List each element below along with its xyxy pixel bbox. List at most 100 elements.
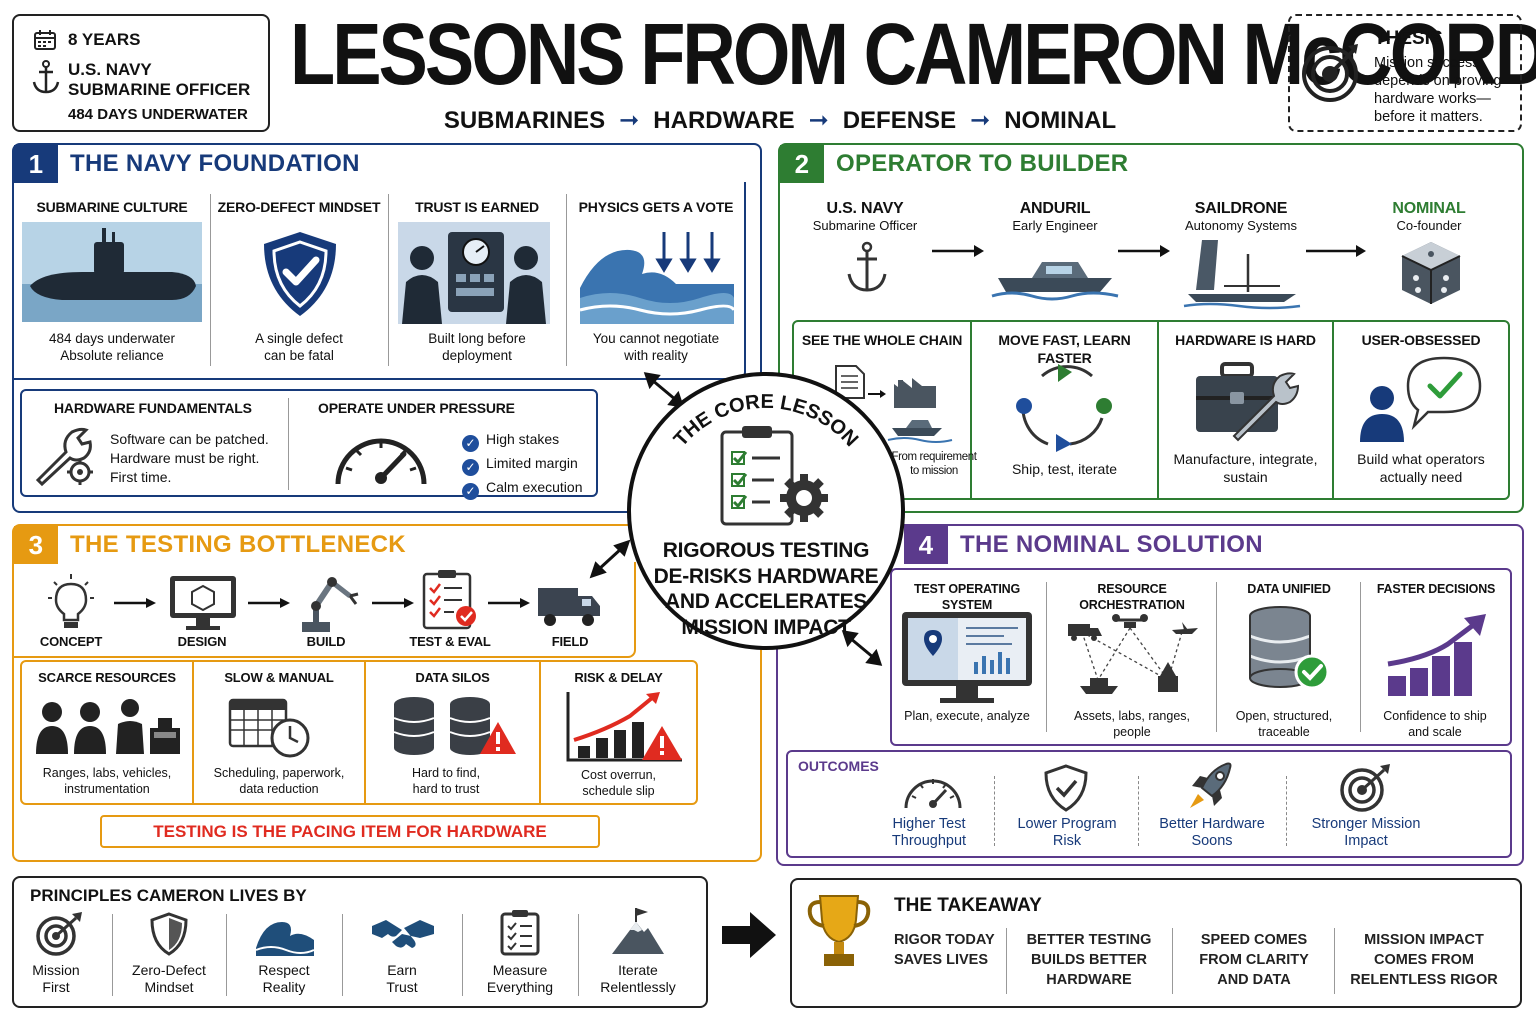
fundamentals-title: HARDWARE FUNDAMENTALS xyxy=(54,400,252,416)
takeaway-line: HARDWARE xyxy=(1046,972,1132,988)
principle-line: Respect xyxy=(258,962,310,978)
fundamentals-line: First time. xyxy=(110,469,172,485)
nominal-cube-icon xyxy=(1401,242,1461,304)
arrow-right-icon xyxy=(1118,245,1170,257)
trophy-icon xyxy=(807,895,871,966)
section-number: 1 xyxy=(14,145,58,183)
principle-line: First xyxy=(42,979,70,995)
card-caption: Ship, test, iterate xyxy=(972,461,1157,479)
handshake-icon xyxy=(372,920,434,948)
section-header: 2 OPERATOR TO BUILDER xyxy=(780,145,1522,183)
section-testing-bottleneck: 3 THE TESTING BOTTLENECK xyxy=(12,524,762,862)
takeaway-line: BUILDS BETTER xyxy=(1031,952,1147,968)
page-title: LESSONS FROM CAMERON McCORD xyxy=(290,5,1536,104)
takeaway-item: BETTER TESTING BUILDS BETTER HARDWARE xyxy=(1008,930,1170,990)
clipboard-gear-icon xyxy=(720,426,828,526)
flow-step-label: CONCEPT xyxy=(39,634,103,649)
thesis-line: hardware works— xyxy=(1374,91,1491,107)
outcomes-label: OUTCOMES xyxy=(798,758,879,774)
journey-step: NOMINAL xyxy=(1004,106,1117,134)
caption-line: Open, structured, xyxy=(1235,709,1333,723)
people-equipment-icon xyxy=(36,699,180,754)
anchor-icon xyxy=(32,60,60,94)
caption-line: Assets, labs, ranges, xyxy=(1073,709,1191,723)
cycle-icon xyxy=(1016,364,1112,452)
card-title: ZERO-DEFECT MINDSET xyxy=(217,199,381,215)
section-header: 4 THE NOMINAL SOLUTION xyxy=(778,526,1522,564)
thesis-line: depends on proving xyxy=(1374,73,1502,89)
rocket-icon xyxy=(1190,762,1232,808)
growth-chart-icon xyxy=(1387,614,1486,696)
calendar-icon xyxy=(34,30,56,50)
caption-line: schedule slip xyxy=(582,783,655,798)
big-arrow-right-icon xyxy=(722,912,776,958)
card-title: RISK & DELAY xyxy=(574,670,663,685)
caption-line: 484 days underwater xyxy=(48,331,176,346)
section-header: 1 THE NAVY FOUNDATION xyxy=(14,145,760,183)
wave-icon xyxy=(255,922,315,956)
card-title: SCARCE RESOURCES xyxy=(38,670,176,685)
career-step-role: Early Engineer xyxy=(1012,218,1098,233)
core-lesson-text: RIGOROUS TESTING DE-RISKS HARDWARE AND A… xyxy=(640,538,892,640)
profile-role-line2: SUBMARINE OFFICER xyxy=(68,80,251,99)
card-title: DATA UNIFIED xyxy=(1247,582,1331,596)
outcome-line: Higher Test xyxy=(892,816,966,832)
card-caption: Plan, execute, analyze xyxy=(892,709,1042,725)
check-circle-icon: ✓ xyxy=(462,435,479,452)
pacing-banner: TESTING IS THE PACING ITEM FOR HARDWARE xyxy=(100,815,600,848)
card-caption: Scheduling, paperwork,data reduction xyxy=(194,766,364,797)
arrow-right-icon xyxy=(372,598,414,608)
outcome-line: Risk xyxy=(1052,833,1082,849)
section-number: 3 xyxy=(14,526,58,564)
card-caption: Ranges, labs, vehicles,instrumentation xyxy=(22,766,192,797)
thesis-label: THESIS xyxy=(1374,28,1443,49)
fundamentals-box xyxy=(20,389,598,497)
principle-line: Reality xyxy=(262,979,306,995)
saildrone-icon xyxy=(1183,240,1301,310)
caption-line: deployment xyxy=(442,347,512,363)
checklist-icon xyxy=(500,910,540,956)
robot-arm-icon xyxy=(302,577,359,632)
career-step-name: SAILDRONE xyxy=(1194,200,1288,217)
takeaway-line: MISSION IMPACT xyxy=(1364,932,1484,948)
card-caption: Hard to find,hard to trust xyxy=(366,766,526,797)
core-line: AND ACCELERATES xyxy=(664,590,867,613)
fundamentals-text: Software can be patched. Hardware must b… xyxy=(110,430,269,487)
takeaway-line: AND DATA xyxy=(1217,972,1291,988)
profile-card: 8 YEARS U.S. NAVY SUBMARINE OFFICER 484 … xyxy=(12,14,270,132)
arrow-right-icon xyxy=(932,245,984,257)
toolbox-wrench-icon xyxy=(1196,362,1300,442)
flow-step-label: TEST & EVAL xyxy=(409,634,491,649)
card-title: RESOURCE ORCHESTRATION xyxy=(1079,582,1185,612)
anchor-icon xyxy=(847,241,887,292)
lightbulb-icon xyxy=(48,574,94,628)
flow-step-label: BUILD xyxy=(306,634,346,649)
section-number: 2 xyxy=(780,145,824,183)
takeaway-line: FROM CLARITY xyxy=(1199,952,1309,968)
outcome-line: Better Hardware xyxy=(1159,816,1265,832)
thesis-card: THESIS Mission success depends on provin… xyxy=(1288,14,1522,132)
career-step-name: ANDURIL xyxy=(1019,200,1091,217)
thesis-line: before it matters. xyxy=(1374,109,1483,125)
section-header: 3 THE TESTING BOTTLENECK xyxy=(14,526,760,564)
career-step-name: NOMINAL xyxy=(1392,200,1466,217)
user-feedback-icon xyxy=(1360,356,1482,442)
target-icon xyxy=(1340,764,1390,812)
gauge-icon xyxy=(335,438,427,485)
pressure-item: ✓Limited margin xyxy=(462,452,583,476)
profile-years: 8 YEARS xyxy=(68,30,141,49)
wave-arrows-icon xyxy=(579,232,736,324)
truck-icon xyxy=(538,588,600,626)
caption-line: Cost overrun, xyxy=(580,768,657,782)
caption-line: hard to trust xyxy=(412,781,480,796)
caption-line: You cannot negotiate xyxy=(592,331,720,346)
principle-line: Everything xyxy=(486,979,554,995)
